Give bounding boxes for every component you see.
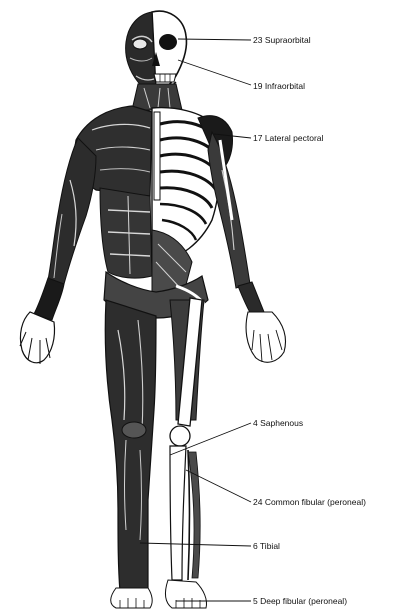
leader-supraorbital [178,39,251,40]
label-supraorbital: 23 Supraorbital [253,35,311,45]
left-leg [105,300,156,608]
label-saphenous: 4 Saphenous [253,418,303,428]
torso [75,106,233,300]
leader-infraorbital [178,60,251,85]
label-deep-fibular: 5 Deep fibular (peroneal) [253,596,347,606]
label-common-fibular: 24 Common fibular (peroneal) [253,497,366,507]
head [126,11,187,92]
right-leg [165,298,206,608]
label-infraorbital: 19 Infraorbital [253,81,305,91]
neck [132,84,182,110]
left-arm [20,138,96,364]
right-arm [208,132,286,362]
label-lateral-pectoral: 17 Lateral pectoral [253,133,324,143]
body-figure-icon [20,11,286,608]
label-tibial: 6 Tibial [253,541,280,551]
